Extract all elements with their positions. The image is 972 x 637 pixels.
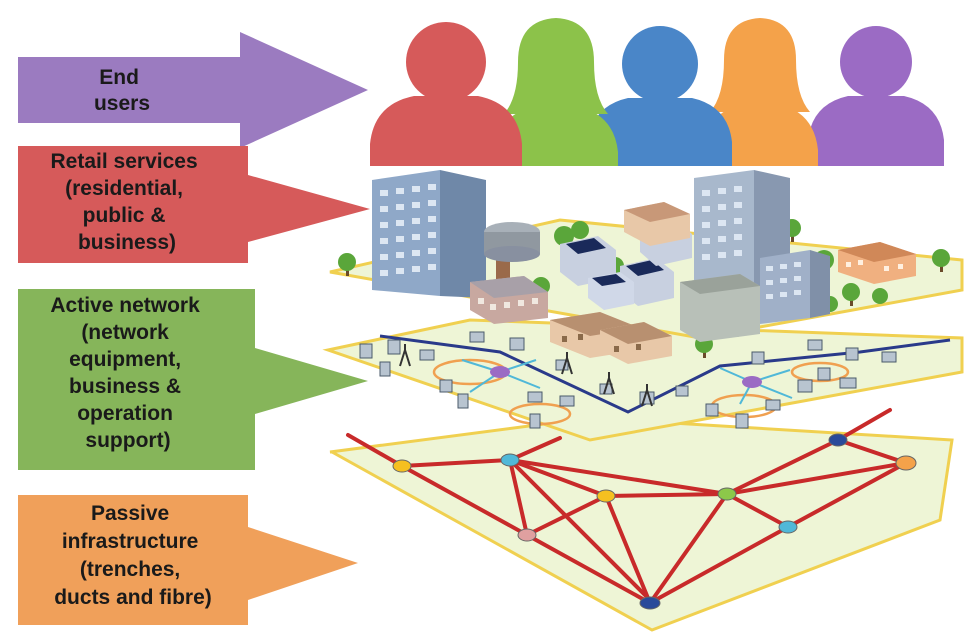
- fibre-node: [596, 489, 616, 503]
- retail-services-plane: [329, 170, 964, 364]
- retail-services-label: Retail services (residential, public & b…: [51, 150, 204, 254]
- retail-services-arrow: [18, 146, 370, 263]
- network-hub: [490, 366, 510, 378]
- active-network-line-3: equipment,: [69, 348, 181, 371]
- passive-infrastructure-line-4: ducts and fibre): [54, 586, 212, 609]
- water-tower: [484, 222, 540, 290]
- network-equipment: [359, 331, 897, 429]
- fibre-node: [639, 596, 661, 610]
- end-users-line-2: users: [94, 92, 150, 115]
- retail-services-line-3: public &: [83, 204, 166, 227]
- end-users-group: [370, 18, 944, 166]
- passive-infrastructure-arrow: [18, 495, 358, 625]
- active-network-line-4: business &: [69, 375, 181, 398]
- row-houses: [550, 312, 672, 364]
- fibre-node: [778, 520, 798, 534]
- active-network-label: Active network (network equipment, busin…: [50, 294, 205, 452]
- active-network-line-1: Active network: [50, 294, 200, 317]
- active-network-line-5: operation: [77, 402, 173, 425]
- label-retail-services: Retail services (residential, public & b…: [18, 146, 370, 263]
- orange-houses: [838, 242, 916, 284]
- end-users-label: End users: [94, 66, 150, 115]
- beige-houses: [624, 202, 690, 246]
- user-silhouette-green: [494, 18, 618, 166]
- retail-services-line-1: Retail services: [51, 150, 198, 173]
- network-hub: [742, 376, 762, 388]
- office-tower-left: [372, 170, 486, 298]
- end-users-arrow: [18, 32, 368, 148]
- fibre-routes: [346, 408, 908, 605]
- user-silhouette-blue: [588, 26, 732, 166]
- user-silhouette-purple: [808, 26, 944, 166]
- office-block-right: [760, 250, 830, 324]
- fibre-node: [517, 528, 537, 542]
- label-passive-infrastructure: Passive infrastructure (trenches, ducts …: [18, 495, 358, 625]
- network-backbone: [379, 334, 951, 414]
- fibre-node: [392, 459, 412, 473]
- network-hubs: [461, 359, 793, 405]
- network-towers: [399, 344, 653, 407]
- passive-infrastructure-line-3: (trenches,: [80, 558, 180, 581]
- fibre-node: [717, 487, 737, 501]
- grey-building: [680, 274, 760, 342]
- active-network-plane: [322, 318, 964, 442]
- fibre-nodes: [392, 433, 917, 610]
- active-network-line-6: support): [85, 429, 170, 452]
- active-network-line-2: (network: [81, 321, 169, 344]
- label-active-network: Active network (network equipment, busin…: [18, 289, 368, 470]
- active-network-arrow: [18, 289, 368, 470]
- passive-infrastructure-line-1: Passive: [91, 502, 169, 525]
- label-end-users: End users: [18, 32, 368, 148]
- user-silhouette-red: [370, 22, 522, 166]
- passive-infrastructure-label: Passive infrastructure (trenches, ducts …: [54, 502, 212, 609]
- low-building-left: [470, 276, 548, 324]
- passive-infrastructure-plane: [329, 408, 954, 632]
- passive-infrastructure-line-2: infrastructure: [62, 530, 199, 553]
- fibre-node: [500, 453, 520, 467]
- fibre-node: [828, 433, 848, 447]
- end-users-line-1: End: [99, 66, 139, 89]
- fibre-node: [895, 455, 917, 471]
- retail-services-line-2: (residential,: [65, 177, 183, 200]
- retail-services-line-4: business): [78, 231, 176, 254]
